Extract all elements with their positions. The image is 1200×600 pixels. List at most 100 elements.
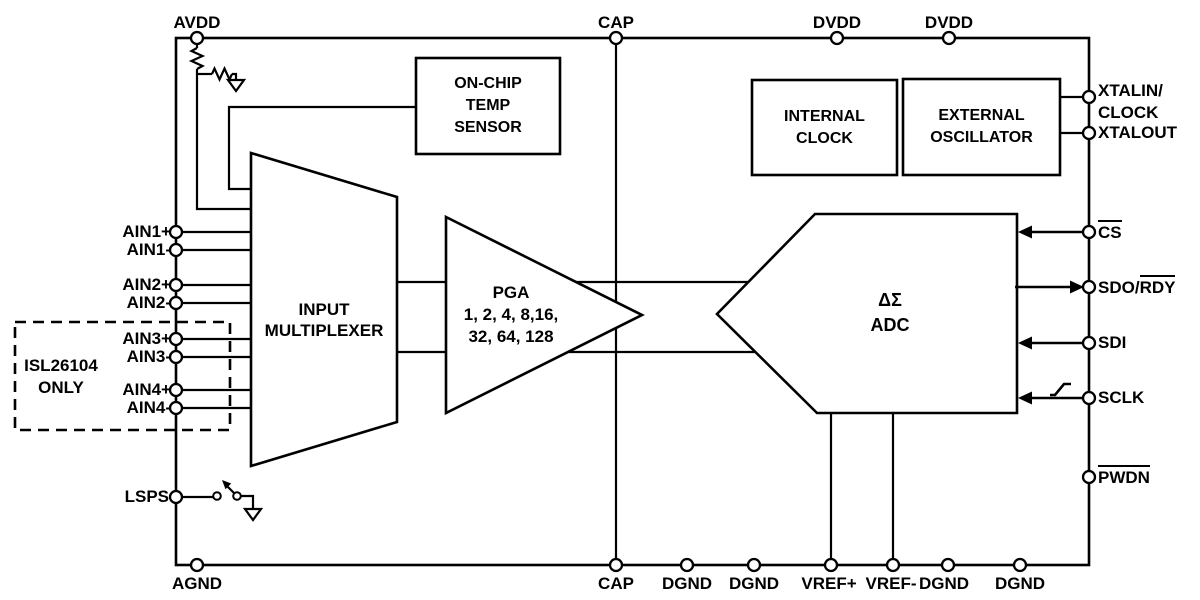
pin-label-dgnd4: DGND — [994, 574, 1046, 593]
pin-label-ain4p: AIN4+ — [122, 380, 171, 399]
pin-label-sclk: SCLK — [1098, 388, 1145, 407]
pga-line1: PGA — [492, 283, 530, 302]
pin-circle-agnd — [189, 557, 205, 573]
adc-line2: ADC — [870, 315, 910, 335]
pin-circle-dvdd2 — [941, 30, 957, 46]
pin-label-ain1n: AIN1- — [126, 240, 171, 259]
pin-circle-cs — [1081, 224, 1097, 240]
ground-icon — [225, 78, 247, 93]
pin-label-dgnd2: DGND — [728, 574, 780, 593]
pin-circle-ain4p — [168, 382, 184, 398]
analog-input-wires — [176, 230, 251, 410]
pin-circle-ain4n — [168, 400, 184, 416]
pin-label-ain2n: AIN2- — [126, 293, 171, 312]
pin-label-lsps: LSPS — [124, 487, 169, 506]
pin-circle-sclk — [1081, 390, 1097, 406]
pga-label: PGA 1, 2, 4, 8,16, 32, 64, 128 — [464, 282, 559, 348]
signal-bus-wires — [397, 280, 755, 354]
pin-label-sdo-rdy: SDO/RDY — [1098, 275, 1176, 297]
temp-sensor-label: ON-CHIP TEMP SENSOR — [416, 58, 560, 154]
pin-label-xtalin-line1: XTALIN/ — [1098, 81, 1163, 100]
pin-label-vref-minus: VREF- — [865, 574, 917, 593]
pin-label-cap-bottom: CAP — [598, 574, 634, 593]
isl26104-note-line1: ISL26104 — [24, 356, 98, 375]
pin-circle-lsps — [168, 489, 184, 505]
arrow-right-icon — [1070, 280, 1084, 294]
resistor-icon — [210, 65, 234, 83]
pin-label-pwdn: PWDN — [1098, 465, 1150, 486]
temp-sensor-line1: ON-CHIP — [454, 75, 522, 92]
input-multiplexer-label: INPUT MULTIPLEXER — [251, 299, 397, 341]
pin-circle-sdi — [1081, 335, 1097, 351]
internal-clock-line1: INTERNAL — [784, 107, 865, 125]
pin-label-avdd: AVDD — [173, 13, 221, 32]
rdy-overline-text: RDY — [1139, 275, 1176, 296]
external-oscillator-box — [901, 77, 1062, 177]
pga-line3: 32, 64, 128 — [468, 327, 554, 346]
pin-circle-dgnd3 — [940, 557, 956, 573]
pin-label-sdi: SDI — [1098, 333, 1127, 352]
pin-circle-ain2n — [168, 295, 184, 311]
pin-circle-cap-top — [608, 30, 624, 46]
bias-wire — [195, 69, 251, 211]
arrow-left-icon — [1018, 336, 1032, 350]
pin-circle-avdd — [189, 30, 205, 46]
resistor-icon — [188, 47, 206, 70]
external-oscillator-label: EXTERNAL OSCILLATOR — [903, 79, 1060, 175]
temp-sensor-box — [414, 56, 562, 156]
input-multiplexer-line2: MULTIPLEXER — [264, 321, 384, 340]
pwdn-overline-text: PWDN — [1098, 465, 1150, 486]
pin-label-ain3n: AIN3- — [126, 347, 171, 366]
sdo-text: SDO/ — [1098, 277, 1140, 297]
ground-icon — [242, 507, 264, 522]
temp-sensor-line2: TEMP — [465, 97, 511, 114]
temp-sensor-line3: SENSOR — [454, 119, 522, 136]
wire — [232, 72, 238, 80]
external-oscillator-line1: EXTERNAL — [938, 107, 1025, 124]
adc-label: ΔΣ ADC — [790, 288, 990, 338]
pin-circle-ain3p — [168, 331, 184, 347]
internal-clock-box — [750, 78, 899, 177]
internal-clock-label: INTERNAL CLOCK — [752, 80, 897, 175]
input-multiplexer-line1: INPUT — [298, 300, 350, 319]
schmitt-trigger-icon — [1050, 382, 1071, 397]
switch-icon — [182, 480, 255, 509]
pin-circle-vref-minus — [885, 557, 901, 573]
pga-shape — [444, 214, 645, 416]
pin-circle-dgnd1 — [679, 557, 695, 573]
pin-label-agnd: AGND — [171, 574, 223, 593]
temp-sensor-wire — [227, 105, 416, 191]
pin-label-cs: CS — [1098, 220, 1122, 241]
arrow-left-icon — [1018, 391, 1032, 405]
pin-label-ain1p: AIN1+ — [122, 222, 171, 241]
pin-label-ain2p: AIN2+ — [122, 275, 171, 294]
pin-circle-ain1p — [168, 224, 184, 240]
pin-circle-xtalout — [1081, 125, 1097, 141]
pin-label-dgnd3: DGND — [918, 574, 970, 593]
pin-label-xtalout: XTALOUT — [1098, 123, 1178, 142]
pin-label-dvdd1: DVDD — [812, 13, 862, 32]
pin-circle-ain3n — [168, 349, 184, 365]
pin-circle-pwdn — [1081, 469, 1097, 485]
pin-label-vref-plus: VREF+ — [801, 574, 857, 593]
pin-circle-ain2p — [168, 277, 184, 293]
pin-circle-ain1n — [168, 242, 184, 258]
pin-circle-dvdd1 — [829, 30, 845, 46]
pin-circle-vref-plus — [823, 557, 839, 573]
input-multiplexer-shape — [249, 151, 399, 468]
pin-label-ain3p: AIN3+ — [122, 329, 171, 348]
pin-circle-cap-bottom — [608, 557, 624, 573]
adc-shape — [715, 212, 1019, 415]
pin-label-dgnd1: DGND — [661, 574, 713, 593]
pin-circles — [168, 30, 1097, 573]
pin-circle-sdo — [1081, 279, 1097, 295]
adc-line1: ΔΣ — [878, 290, 902, 310]
pin-circle-xtalin — [1081, 89, 1097, 105]
pin-label-xtalin-line2: CLOCK — [1098, 103, 1159, 122]
external-oscillator-line2: OSCILLATOR — [930, 129, 1033, 146]
arrow-left-icon — [1018, 225, 1032, 239]
internal-clock-line2: CLOCK — [796, 129, 853, 147]
pin-label-dvdd2: DVDD — [924, 13, 974, 32]
